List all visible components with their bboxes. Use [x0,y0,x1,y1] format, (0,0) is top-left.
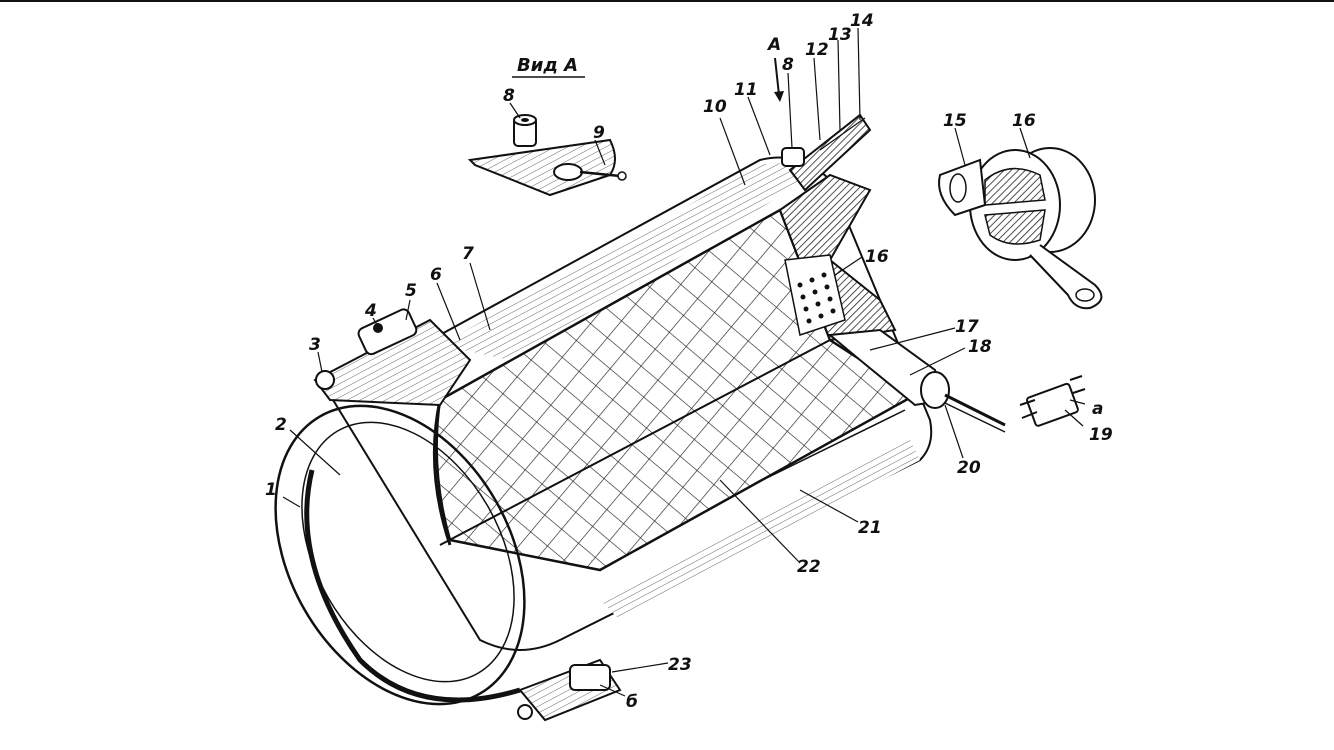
label-23: 23 [668,655,692,675]
inlet-pipe [781,113,872,192]
label-14: 14 [850,11,874,31]
top-border-line [0,0,1334,2]
label-9: 9 [593,123,605,143]
label-6: 6 [430,265,442,285]
label-b: б [626,692,638,712]
label-11: 11 [734,80,758,100]
sensor-assembly [827,328,1006,433]
label-4: 4 [364,301,377,321]
label-18: 18 [968,337,992,357]
label-15: 15 [943,111,967,131]
label-19: 19 [1089,425,1113,445]
label-8-view: 8 [503,86,515,106]
view-arrow-a: А [766,35,784,102]
label-17: 17 [955,317,979,337]
view-a-title: Вид А [517,55,578,76]
label-2: 2 [275,415,287,435]
label-13: 13 [828,25,852,45]
label-8: 8 [782,55,794,75]
label-10: 10 [703,97,727,117]
label-22: 22 [797,557,821,577]
label-7: 7 [462,244,474,264]
label-5: 5 [405,281,417,301]
clamp-band-bottom [517,658,622,722]
part-labels: 1 2 3 4 5 6 7 8 9 10 11 8 12 13 14 15 16… [265,11,1113,712]
label-21: 21 [858,518,882,538]
label-12: 12 [805,40,829,60]
connector-plug [1019,375,1086,427]
label-1: 1 [265,480,277,500]
label-16-cap: 16 [1012,111,1036,131]
label-16: 16 [865,247,889,267]
label-a: а [1092,399,1103,419]
label-20: 20 [957,458,981,478]
arrow-a-label: А [766,35,781,55]
label-3: 3 [309,335,321,355]
cap-detail [938,147,1103,310]
inlet-ring [274,404,526,706]
leader-lines [282,27,1086,697]
clamp-band-top [313,308,472,407]
